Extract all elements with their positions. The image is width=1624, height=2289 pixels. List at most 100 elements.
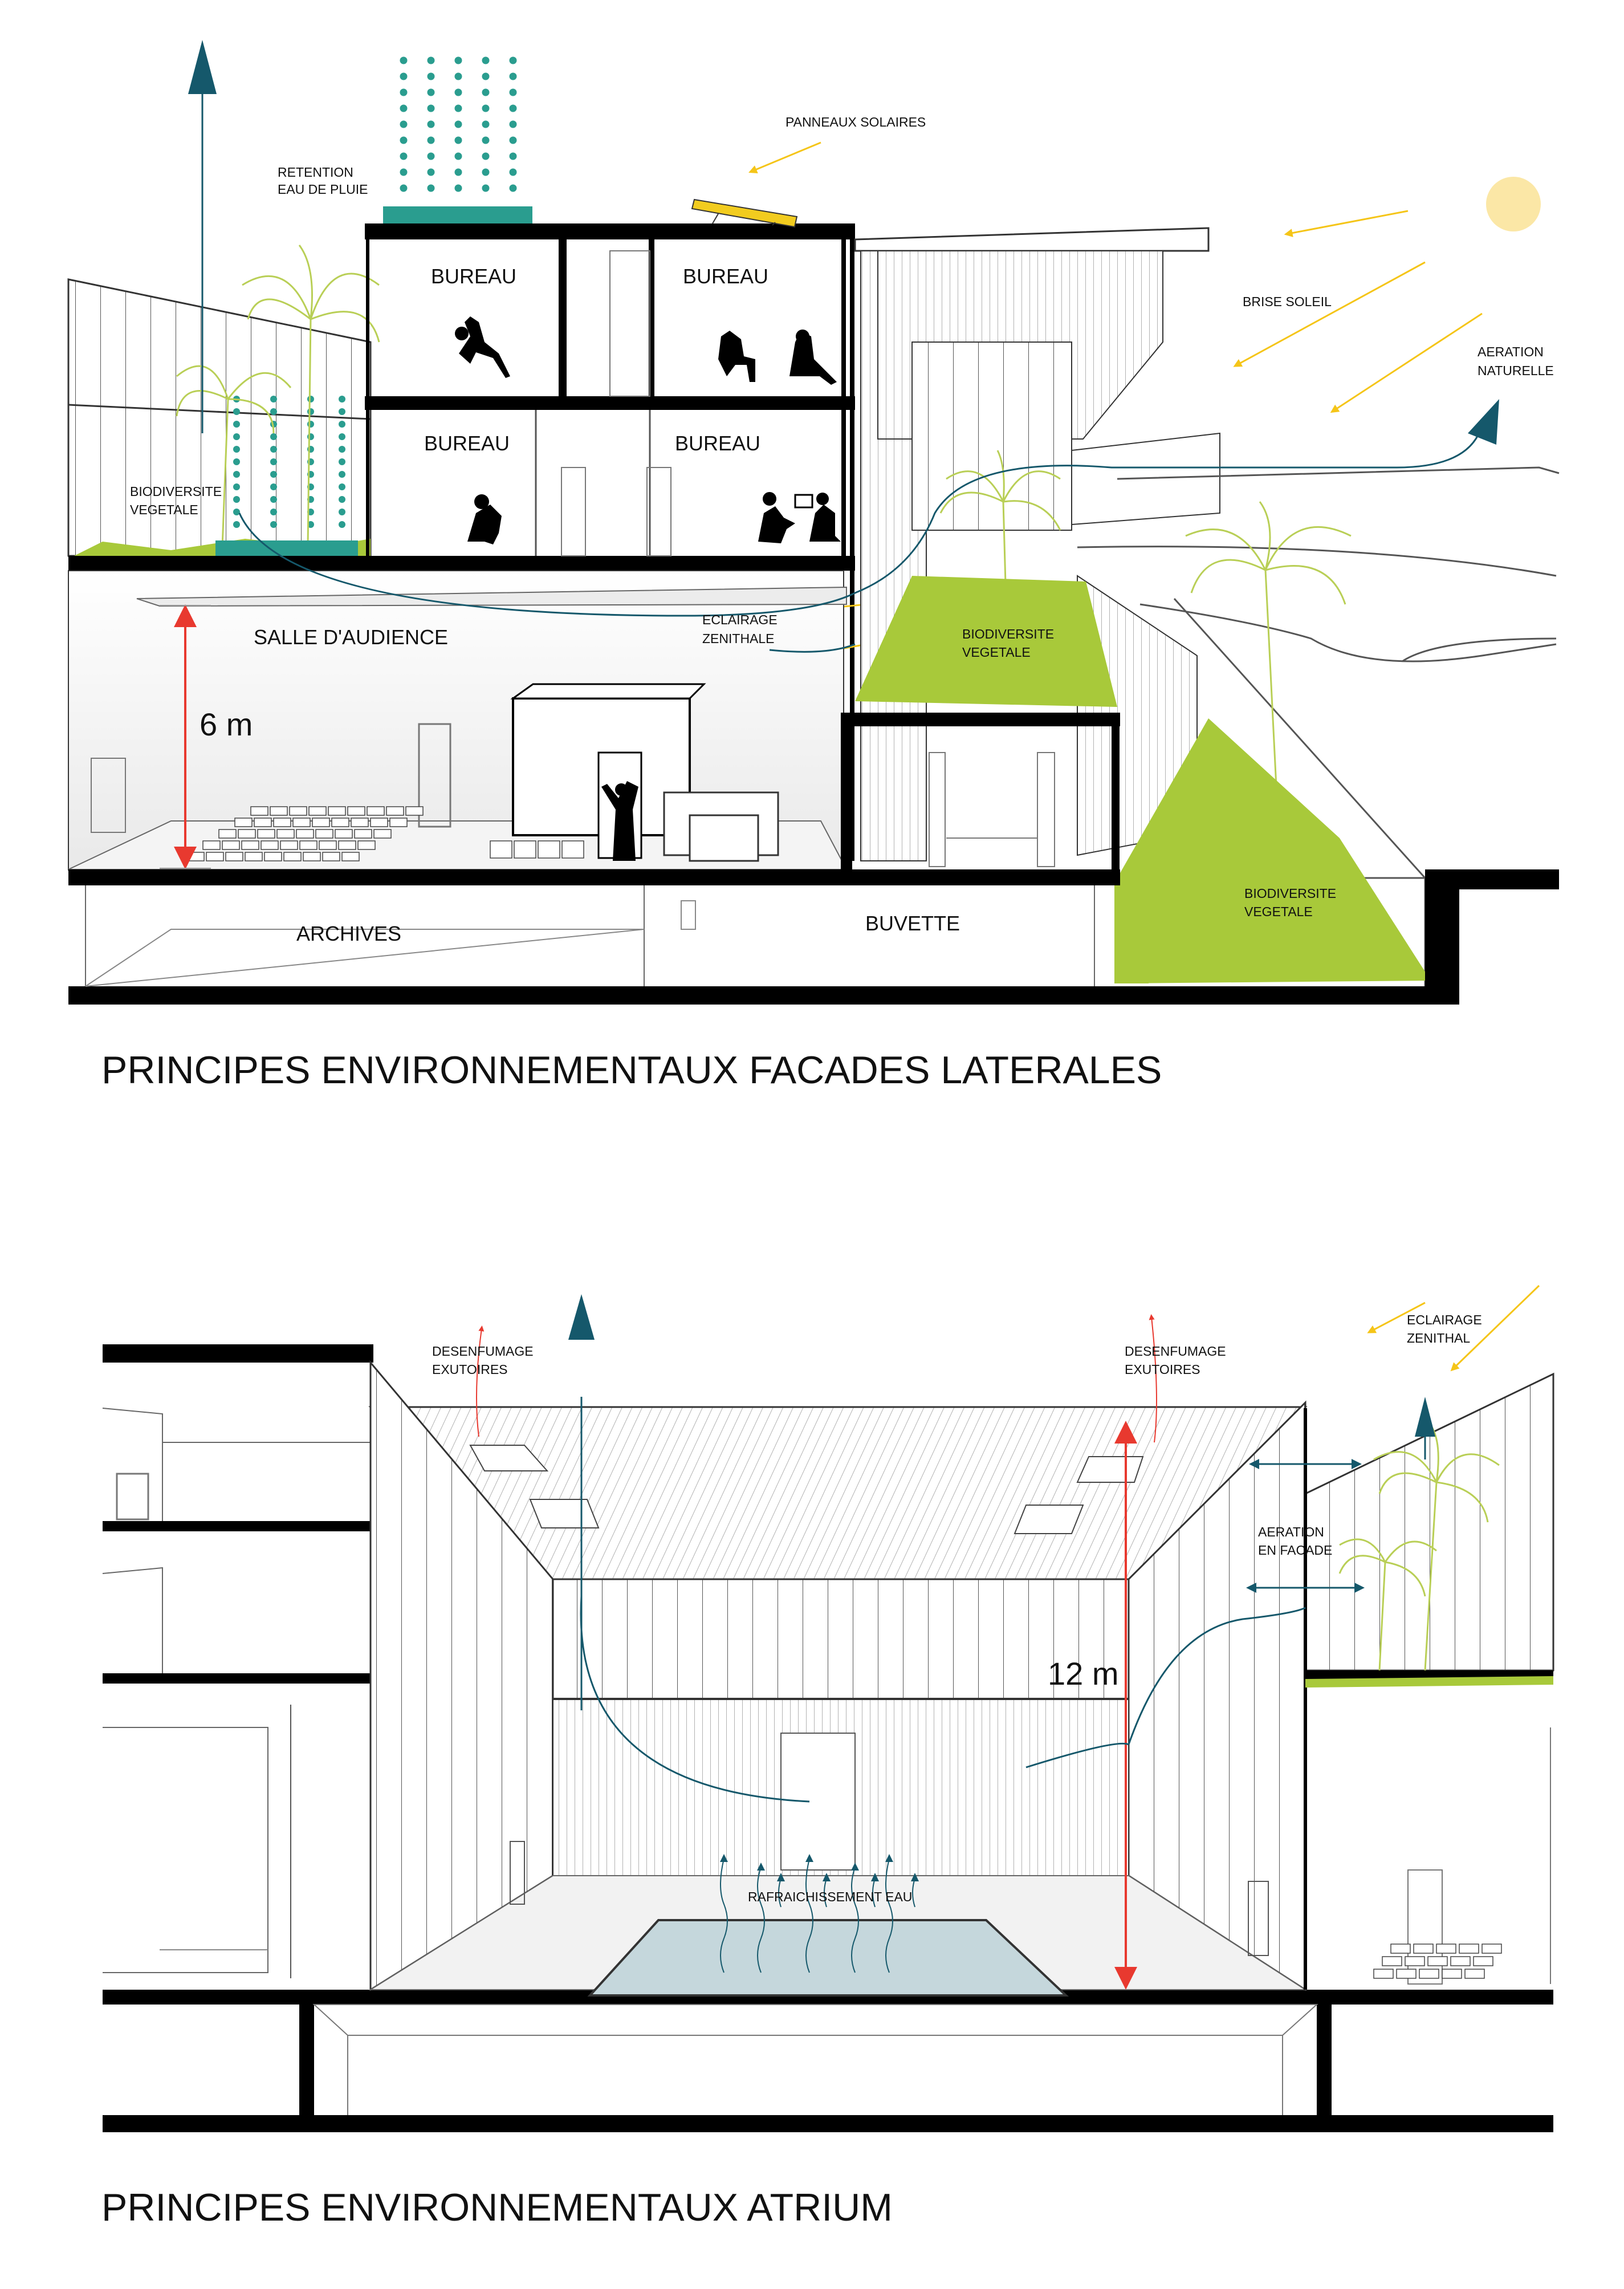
bench [328,806,346,816]
green-wall-dot [307,421,314,428]
bench [490,840,512,859]
section-atrium: DESENFUMAGE EXUTOIRES DESENFUMAGE EXUTOI… [101,1284,1554,2229]
green-wall-dot [270,458,277,465]
green-wall-dot [339,521,345,528]
label-biodiv-mid-1: BIODIVERSITE [962,627,1054,641]
buvette-block [841,713,1120,871]
cooling-wave [720,1858,728,1973]
label-eclairage-2: ZENITHALE [702,631,775,646]
bench [1481,1944,1502,1954]
green-wall-dot [339,433,345,440]
label-height-6m: 6 m [200,706,253,742]
green-wall-dot [339,446,345,453]
rain-dot [509,88,517,96]
cooling-arrowhead [871,1873,879,1881]
bench [299,840,318,850]
bench [292,818,311,827]
green-wall-dot [270,521,277,528]
rain-dot [400,104,408,112]
section-1-title: PRINCIPES ENVIRONNEMENTAUX FACADES LATER… [101,1048,1162,1092]
bench [296,829,314,839]
bench [250,806,268,816]
label-biodiv-mid-2: VEGETALE [962,645,1031,660]
audience-benches [186,806,424,861]
green-wall-dot [233,509,240,515]
green-slope-right [1117,718,1431,983]
rain-dot [427,88,435,96]
green-wall-dot [339,483,345,490]
cooling-arrowhead [823,1873,831,1881]
green-wall-dot [339,458,345,465]
green-wall-dot [233,483,240,490]
label-eclairage-zenithal-2: ZENITHAL [1407,1331,1470,1345]
bench [234,818,253,827]
rain-dot [427,184,435,192]
label-aeration-1: AERATION [1478,344,1544,359]
height-dimension-6m [160,604,211,869]
rain-dot [509,120,517,128]
cooling-wave [885,1858,893,1973]
rain-dot [482,184,490,192]
palm-tree-atrium [1338,1425,1500,1671]
rain-dot [454,136,462,144]
rain-dot [482,168,490,176]
bench [202,840,221,850]
bench [405,806,424,816]
label-panneaux: PANNEAUX SOLAIRES [785,115,926,129]
bench [1390,1944,1411,1954]
atrium-walls [290,1360,1308,1991]
green-wall-dot [233,408,240,415]
rain-dot [427,168,435,176]
green-wall-dot [339,496,345,503]
rain-dot [427,120,435,128]
label-aeration-facade-2: EN FACADE [1258,1543,1332,1558]
vertical-green-wall [233,396,345,528]
bench [308,806,327,816]
landscape-lines [1077,466,1560,1003]
cooling-arrowhead [911,1873,919,1881]
label-bureau-1: BUREAU [431,265,516,288]
label-eclairage-1: ECLAIRAGE [702,612,778,627]
section-facades-laterales: RETENTION EAU DE PLUIE PANNEAUX SOLAIRES… [67,40,1560,1092]
rain-dot [454,104,462,112]
bench [331,818,349,827]
bench [351,818,369,827]
bench [270,806,288,816]
rain-dot [454,88,462,96]
rain-dot [454,56,462,64]
bench [1436,1944,1456,1954]
bench [370,818,388,827]
bench [218,829,237,839]
green-wall-dot [233,446,240,453]
label-desenfumage-left-2: EXUTOIRES [432,1362,508,1377]
label-aeration-facade-1: AERATION [1258,1524,1324,1539]
rain-dot [400,152,408,160]
atrium-airflow [580,1397,1306,1803]
bench [386,806,404,816]
green-wall-dot [270,483,277,490]
bench [347,806,365,816]
rain-dot [482,136,490,144]
bench [322,852,340,861]
bench [514,840,536,859]
green-wall-dot [339,421,345,428]
bench [261,840,279,850]
label-eclairage-zenithal-1: ECLAIRAGE [1407,1312,1482,1327]
bench [312,818,330,827]
label-bureau-3: BUREAU [424,432,510,455]
rain-dot [454,72,462,80]
solar-panel [691,198,798,228]
green-wall-dot [233,521,240,528]
rain-dot [482,120,490,128]
green-lower-band [1114,878,1149,983]
bench [338,840,356,850]
green-wall-dot [233,433,240,440]
cooling-wave [851,1867,859,1973]
bench [273,818,291,827]
label-desenfumage-right-1: DESENFUMAGE [1125,1344,1226,1359]
ground-slabs [68,869,1559,1005]
green-wall-dot [307,396,314,402]
front-benches [490,840,584,859]
bench [1459,1944,1479,1954]
